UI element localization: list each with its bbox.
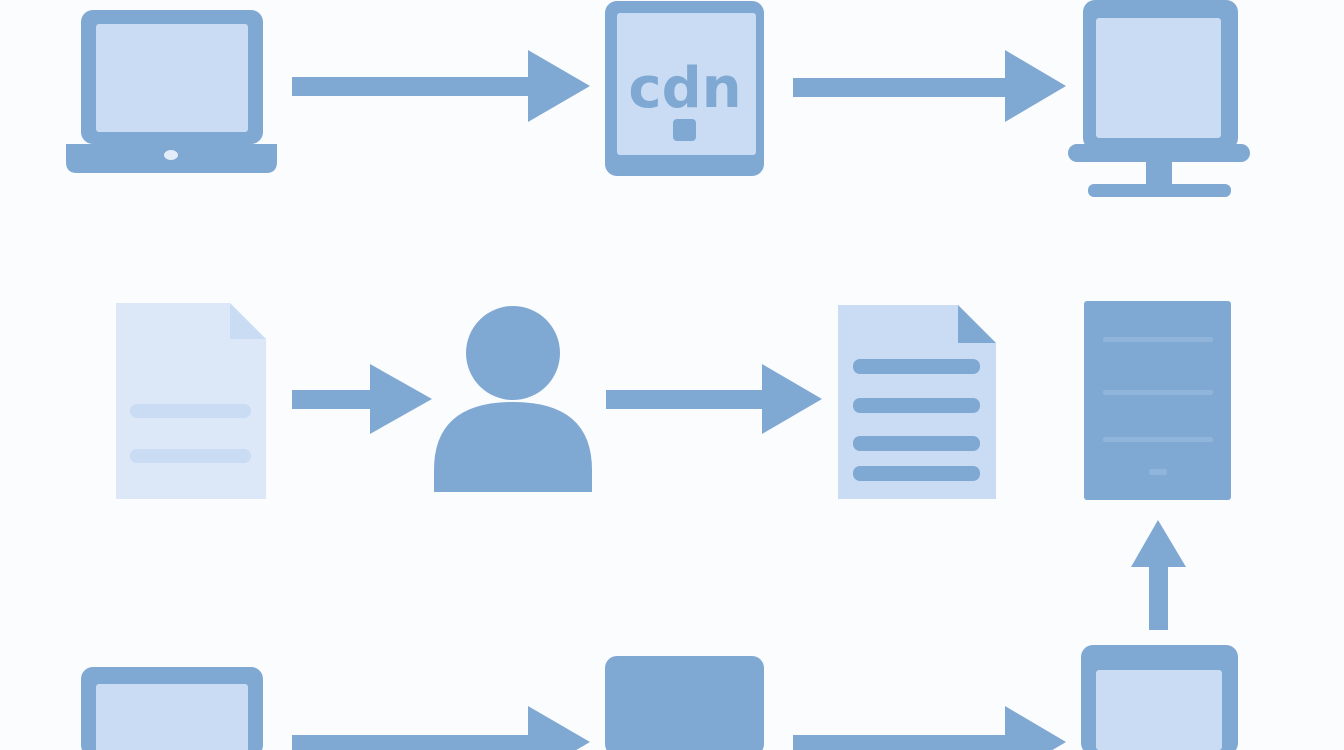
document-icon — [116, 303, 266, 499]
server-icon — [605, 656, 764, 750]
file-icon — [1084, 301, 1231, 500]
arrow-right-icon — [793, 50, 1066, 122]
cdn-tablet-icon: cdn — [605, 1, 764, 176]
laptop-icon — [81, 667, 263, 750]
arrow-right-icon — [292, 364, 432, 434]
arrow-right-icon — [793, 706, 1066, 750]
arrow-right-icon — [292, 50, 590, 122]
cdn-label: cdn — [628, 56, 741, 121]
arrow-right-icon — [606, 364, 822, 434]
laptop-icon — [66, 10, 277, 173]
tablet-icon — [1081, 645, 1238, 750]
arrow-right-icon — [292, 706, 590, 750]
arrow-up-icon — [1131, 520, 1186, 630]
monitor-icon — [1068, 0, 1250, 197]
user-icon — [434, 306, 592, 492]
list-document-icon — [838, 305, 996, 499]
